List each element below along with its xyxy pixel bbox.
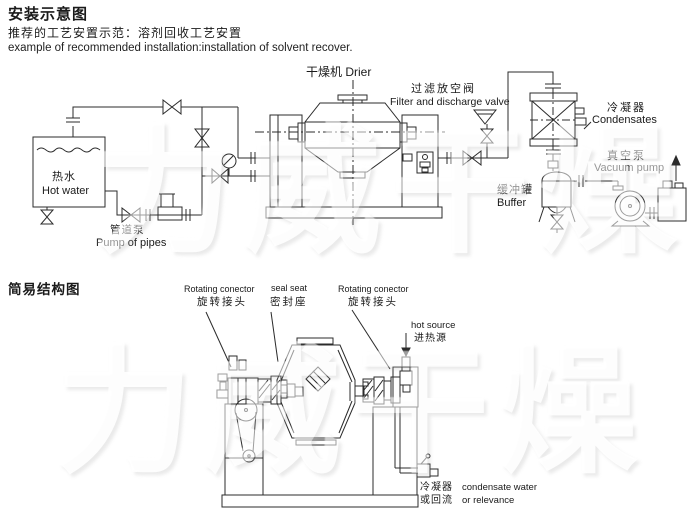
rotating-connector-right-label-zh: 旋转接头 bbox=[348, 296, 398, 308]
structure-title: 简易结构图 bbox=[8, 282, 81, 297]
hot-water-piping bbox=[66, 100, 270, 222]
vacuum-pump bbox=[612, 156, 686, 226]
condenser-label-zh: 冷凝器 bbox=[607, 102, 646, 114]
seal-seat-label-zh: 密封座 bbox=[270, 296, 308, 308]
rotating-connector-left-label-en: Rotating conector bbox=[184, 284, 255, 294]
buffer-label-zh: 缓冲罐 bbox=[497, 184, 533, 196]
condenser-label-en: Condensates bbox=[592, 114, 657, 126]
condensate-label-en2: or relevance bbox=[462, 495, 515, 506]
hot-source-label-zh: 进热源 bbox=[414, 333, 447, 344]
rotating-connector-left-label-zh: 旋转接头 bbox=[197, 296, 247, 308]
seal-seat-label-en: seal seat bbox=[271, 283, 308, 293]
pipe-pump-label-en: Pump of pipes bbox=[96, 237, 167, 249]
vacuum-pump-label-en: Vacuum pump bbox=[594, 162, 665, 174]
hot-water-tank bbox=[33, 137, 105, 224]
buffer-tank bbox=[539, 172, 618, 233]
hot-water-label-zh: 热水 bbox=[52, 171, 76, 183]
condensate-label-en1: condensate water bbox=[462, 482, 537, 493]
buffer-label-en: Buffer bbox=[497, 197, 527, 209]
drier bbox=[255, 80, 445, 225]
hot-water-label-en: Hot water bbox=[42, 185, 90, 197]
page-subtitle-zh: 推荐的工艺安置示范：溶剂回收工艺安置 bbox=[8, 26, 243, 40]
condensate-label-zh1: 冷凝器 bbox=[420, 482, 453, 493]
structure-drum bbox=[277, 338, 355, 445]
drier-label: 干燥机 Drier bbox=[306, 65, 372, 79]
hot-source-label-en: hot source bbox=[411, 320, 456, 331]
condensate-label-zh2: 或回流 bbox=[420, 495, 453, 506]
leader-lines bbox=[206, 310, 410, 369]
rotary-connector-left bbox=[217, 356, 303, 495]
page-subtitle-en: example of recommended installation:inst… bbox=[8, 42, 353, 54]
filter-label-zh: 过滤放空阀 bbox=[411, 83, 476, 95]
pipe-pump-label-zh: 管道泵 bbox=[110, 224, 145, 236]
filter-label-en: Filter and discharge valve bbox=[390, 96, 510, 108]
vacuum-pump-label-zh: 真空泵 bbox=[607, 150, 646, 162]
drier-to-condenser-pipe bbox=[438, 72, 561, 165]
rotating-connector-right-label-en: Rotating conector bbox=[338, 284, 409, 294]
condenser bbox=[530, 91, 591, 171]
structure-base bbox=[222, 495, 418, 507]
rotary-connector-right bbox=[355, 357, 438, 495]
page-title: 安装示意图 bbox=[8, 6, 89, 23]
